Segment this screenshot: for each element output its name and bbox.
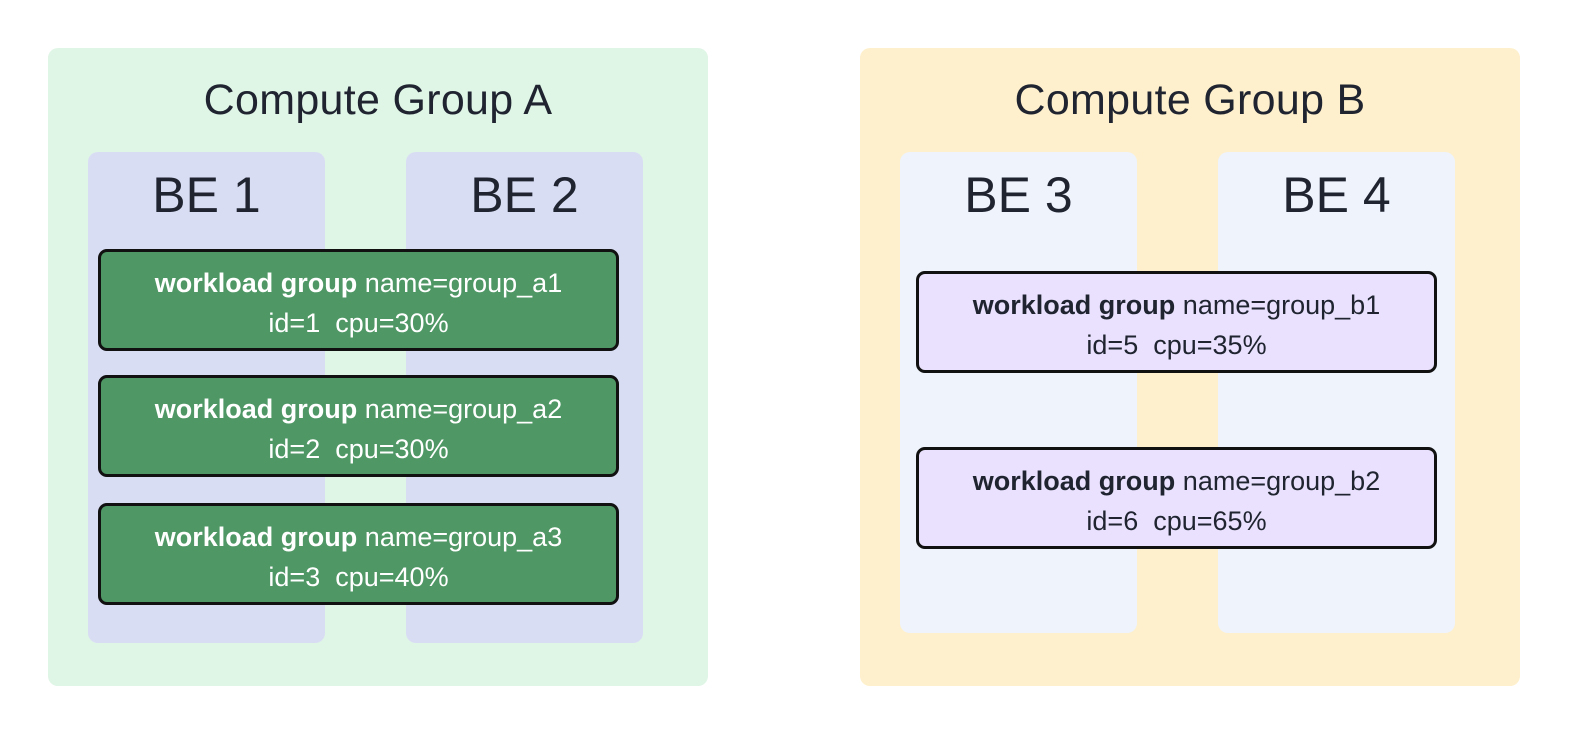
compute-group-a-title: Compute Group A [203, 76, 553, 124]
workload-group-b1-label: workload group [972, 290, 1176, 320]
workload-group-b1-name: name=group_b1 [1182, 290, 1381, 320]
workload-group-b2-id: id=6 [1086, 506, 1139, 536]
workload-group-a2-label: workload group [154, 394, 358, 424]
workload-group-a2-name: name=group_a2 [364, 394, 563, 424]
backend-be3-label: BE 3 [964, 167, 1073, 223]
workload-group-b2: workload group name=group_b2 id=6 cpu=65… [916, 447, 1437, 549]
workload-group-b1-cpu: cpu=35% [1153, 330, 1267, 360]
workload-group-a3-details: id=3 cpu=40% [101, 557, 616, 597]
workload-group-a1-details: id=1 cpu=30% [101, 303, 616, 343]
workload-group-b1-header: workload group name=group_b1 [919, 285, 1434, 325]
workload-group-b2-header: workload group name=group_b2 [919, 461, 1434, 501]
workload-group-a2-id: id=2 [268, 434, 321, 464]
workload-group-b2-label: workload group [972, 466, 1176, 496]
workload-group-a3-id: id=3 [268, 562, 321, 592]
workload-group-b1-details: id=5 cpu=35% [919, 325, 1434, 365]
workload-group-b2-cpu: cpu=65% [1153, 506, 1267, 536]
backend-be1-label: BE 1 [152, 167, 261, 223]
workload-group-a2-cpu: cpu=30% [335, 434, 449, 464]
workload-group-a3: workload group name=group_a3 id=3 cpu=40… [98, 503, 619, 605]
workload-group-b1: workload group name=group_b1 id=5 cpu=35… [916, 271, 1437, 373]
workload-group-a3-name: name=group_a3 [364, 522, 563, 552]
workload-group-a1-name: name=group_a1 [364, 268, 563, 298]
workload-group-a3-label: workload group [154, 522, 358, 552]
workload-group-a3-cpu: cpu=40% [335, 562, 449, 592]
workload-group-a1-cpu: cpu=30% [335, 308, 449, 338]
compute-group-b-title: Compute Group B [1014, 76, 1366, 124]
workload-group-a1-label: workload group [154, 268, 358, 298]
workload-group-a3-header: workload group name=group_a3 [101, 517, 616, 557]
backend-be3: BE 3 [900, 152, 1137, 633]
backend-be4: BE 4 [1218, 152, 1455, 633]
workload-group-a1: workload group name=group_a1 id=1 cpu=30… [98, 249, 619, 351]
workload-group-b1-id: id=5 [1086, 330, 1139, 360]
backend-be2-label: BE 2 [470, 167, 579, 223]
workload-group-a2: workload group name=group_a2 id=2 cpu=30… [98, 375, 619, 477]
workload-group-b2-details: id=6 cpu=65% [919, 501, 1434, 541]
workload-group-a2-details: id=2 cpu=30% [101, 429, 616, 469]
workload-group-a2-header: workload group name=group_a2 [101, 389, 616, 429]
workload-group-b2-name: name=group_b2 [1182, 466, 1381, 496]
workload-group-a1-id: id=1 [268, 308, 321, 338]
backend-be4-label: BE 4 [1282, 167, 1391, 223]
workload-group-a1-header: workload group name=group_a1 [101, 263, 616, 303]
